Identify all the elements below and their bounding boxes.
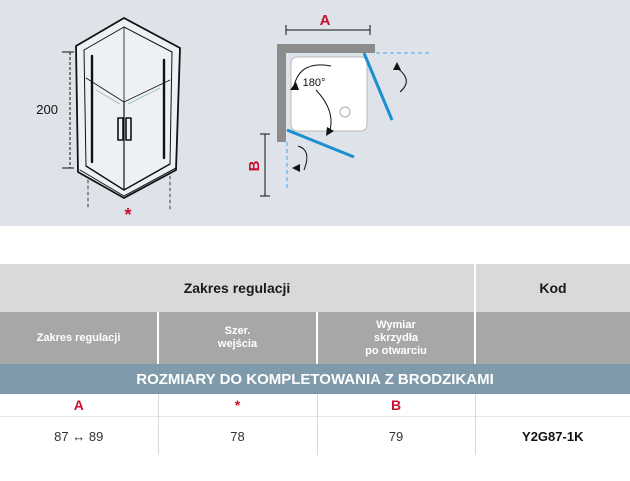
subheader-range: Zakres regulacji (0, 312, 158, 364)
letter-asterisk: * (157, 394, 317, 417)
cabin-isometric (75, 17, 181, 211)
subheader-wing-size: Wymiar skrzydła po otwarciu (316, 312, 475, 364)
subheader-code-blank (474, 312, 630, 364)
subheader-wing-size-line1: Wymiar (376, 318, 416, 331)
subheader-entry-width-line1: Szer. (224, 325, 251, 337)
value-wing-size: 79 (316, 416, 475, 455)
subheader-entry-width: Szer. wejścia (157, 312, 317, 364)
table-row: 87 ↔ 89 78 79 Y2G87-1K (0, 416, 630, 455)
angle-label: 180° (303, 77, 326, 89)
height-dimension (62, 51, 74, 169)
header-code: Kod (474, 264, 630, 312)
subheader-wing-size-line3: po otwarciu (365, 344, 427, 357)
spec-table: Zakres regulacji Kod Zakres regulacji Sz… (0, 264, 630, 455)
shower-diagrams: 200 * (36, 12, 432, 225)
dimension-a-label: A (320, 12, 331, 29)
spacer (0, 226, 630, 264)
value-code: Y2G87-1K (474, 416, 630, 455)
value-entry-width: 78 (157, 416, 317, 455)
subheader-entry-width-line2: wejścia (217, 338, 258, 350)
value-range: 87 ↔ 89 (0, 416, 158, 455)
dimension-b-label: B (246, 160, 263, 171)
table-sub-header: Zakres regulacji Szer. wejścia Wymiar sk… (0, 312, 630, 364)
cabin-top-view (260, 25, 432, 197)
header-range: Zakres regulacji (0, 264, 475, 312)
diagram-panel: 200 * (0, 0, 630, 226)
subheader-wing-size-line2: skrzydła (373, 331, 419, 344)
asterisk-marker: * (124, 205, 131, 225)
letter-blank (474, 394, 630, 417)
letter-a: A (73, 397, 84, 413)
section-title-row: ROZMIARY DO KOMPLETOWANIA Z BRODZIKAMI (0, 364, 630, 394)
height-label: 200 (36, 102, 58, 117)
dimension-letters-row: A * B (0, 394, 630, 417)
letter-b: B (316, 394, 475, 417)
section-title: ROZMIARY DO KOMPLETOWANIA Z BRODZIKAMI (0, 364, 630, 394)
table-main-header: Zakres regulacji Kod (0, 264, 630, 312)
